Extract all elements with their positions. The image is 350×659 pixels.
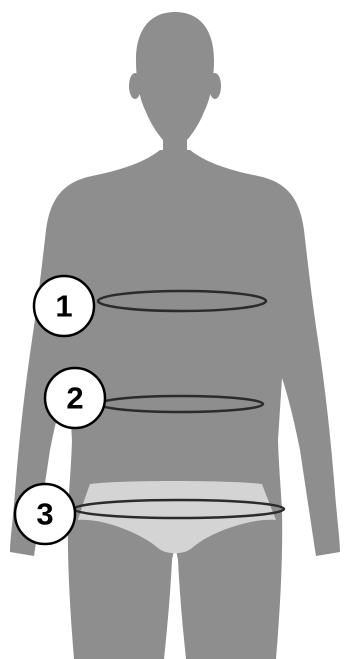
- marker-2: 2: [45, 368, 105, 428]
- right-ear: [209, 73, 221, 99]
- marker-2-label: 2: [66, 381, 83, 416]
- left-ear: [129, 73, 141, 99]
- marker-1: 1: [34, 276, 94, 336]
- marker-3: 3: [15, 484, 75, 544]
- head: [136, 12, 214, 160]
- marker-3-label: 3: [36, 497, 53, 532]
- marker-1-label: 1: [55, 289, 72, 324]
